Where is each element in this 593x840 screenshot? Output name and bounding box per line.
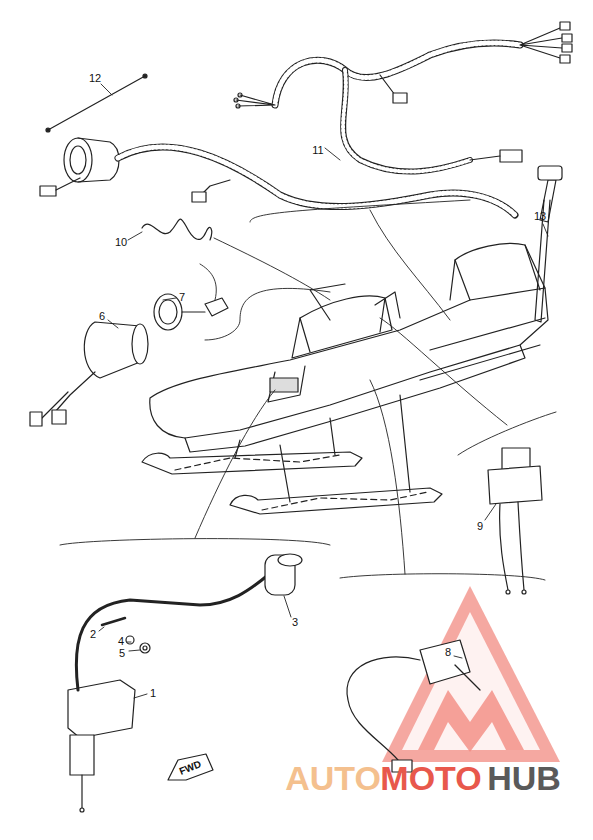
relay [488, 448, 542, 594]
callout-number: 7 [179, 292, 185, 303]
callout-number: 3 [292, 617, 298, 628]
callout-number: 12 [89, 73, 101, 84]
switch [347, 640, 480, 772]
wire [142, 219, 212, 240]
watermark-logo [382, 586, 560, 762]
wire-harness [118, 22, 572, 322]
leader-lines [60, 84, 556, 698]
fwd-arrow [168, 754, 213, 780]
watermark: AUTO [285, 761, 381, 795]
speedometer-gauge [40, 74, 147, 196]
callout-number: 1 [150, 688, 156, 699]
watermark: MOTO [380, 761, 481, 795]
callout-number: 5 [119, 648, 125, 659]
callout-number: 10 [115, 237, 127, 248]
callout-number: 11 [312, 145, 323, 156]
headlight [30, 294, 228, 426]
callout-number: 13 [534, 211, 546, 222]
callout-number: 4 [118, 636, 124, 647]
callout-number: 6 [99, 311, 105, 322]
watermark: HUB [487, 761, 561, 795]
callout-number: 8 [445, 647, 451, 658]
snowmobile-body [142, 243, 548, 514]
callout-number: 2 [90, 629, 96, 640]
callout-number: 9 [477, 521, 483, 532]
ignition-coil [68, 554, 302, 812]
